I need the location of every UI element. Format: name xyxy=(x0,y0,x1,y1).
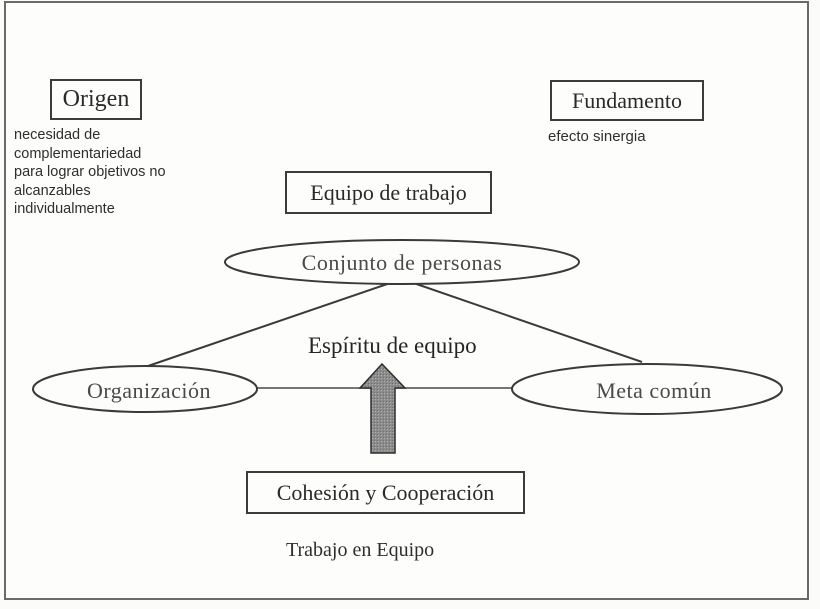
ellipse-right xyxy=(511,363,783,415)
origin-line-4: alcanzables xyxy=(14,182,91,199)
foundation-title: Fundamento xyxy=(572,87,682,113)
node-right-label: Meta común xyxy=(596,378,712,403)
team-box: Equipo de trabajo xyxy=(285,171,492,214)
foundation-box: Fundamento xyxy=(550,80,704,121)
origin-line-5: individualmente xyxy=(14,201,115,217)
base-box-label: Cohesión y Cooperación xyxy=(276,479,495,505)
diagram-caption: Trabajo en Equipo xyxy=(286,539,435,561)
foundation-description: efecto sinergia xyxy=(548,128,646,145)
center-label: Espíritu de equipo xyxy=(308,333,477,358)
origin-box: Origen xyxy=(50,79,142,120)
origin-title: Origen xyxy=(62,86,130,112)
upward-arrow-shape xyxy=(358,362,407,454)
edge-top-left xyxy=(147,278,403,367)
origin-line-1: necesidad de xyxy=(14,127,101,143)
origin-description: necesidad de complementariedad para logr… xyxy=(14,126,166,219)
origin-line-2: complementariedad xyxy=(14,145,142,162)
base-box: Cohesión y Cooperación xyxy=(246,471,525,514)
edge-top-right xyxy=(401,278,643,363)
origin-line-3: para lograr objetivos no xyxy=(14,164,166,180)
node-top-label: Conjunto de personas xyxy=(301,250,503,275)
team-box-label: Equipo de trabajo xyxy=(310,179,467,205)
node-left-label: Organización xyxy=(86,378,212,403)
ellipse-top xyxy=(224,239,580,285)
ellipse-left xyxy=(32,365,258,413)
